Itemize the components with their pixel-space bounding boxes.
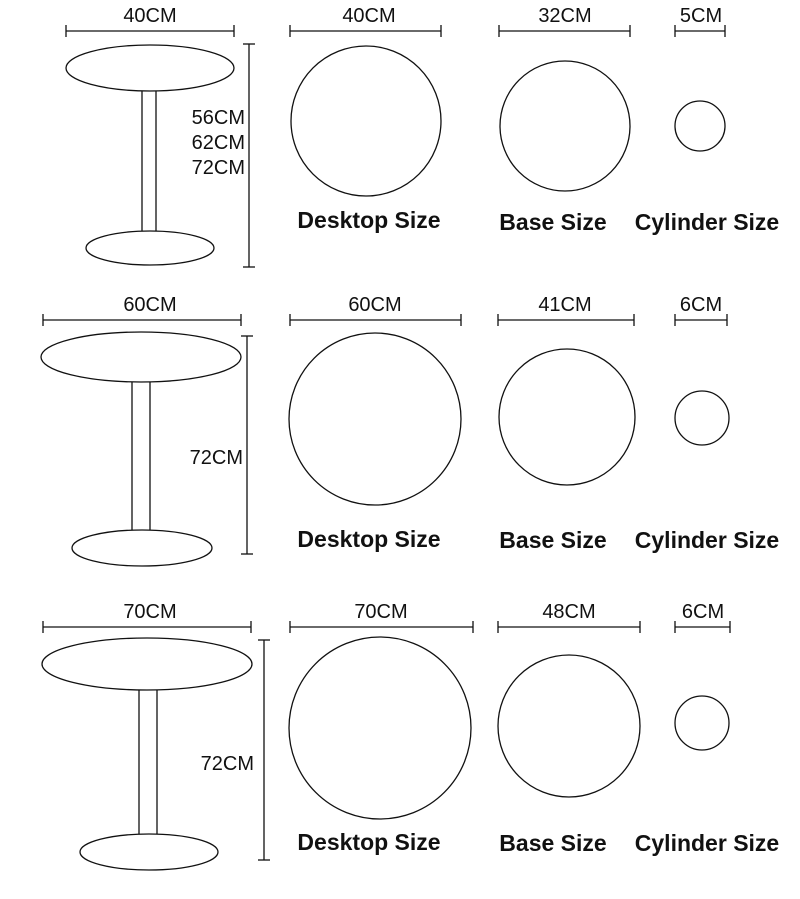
- table-base: [85, 230, 215, 266]
- base-size-value: 41CM: [538, 294, 591, 316]
- cylinder-size: 6CM Cylinder Size: [635, 294, 779, 553]
- table-side-view: [40, 331, 242, 567]
- cylinder-size-value: 5CM: [680, 5, 722, 27]
- desktop-size-value: 70CM: [354, 601, 407, 623]
- desktop-size-value: 60CM: [348, 294, 401, 316]
- height-label-2: 62CM: [192, 132, 245, 154]
- desktop-caption: Desktop Size: [297, 207, 440, 233]
- base-circle: [498, 348, 636, 486]
- cylinder-caption: Cylinder Size: [635, 209, 779, 235]
- desktop-size-value: 40CM: [342, 5, 395, 27]
- cylinder-caption: Cylinder Size: [635, 830, 779, 856]
- table-width-label: 60CM: [123, 294, 176, 316]
- base-size: 32CM Base Size: [498, 5, 631, 235]
- desktop-size: 70CM Desktop Size: [288, 601, 474, 855]
- cylinder-circle: [674, 695, 730, 751]
- cylinder-circle: [674, 390, 730, 446]
- base-caption: Base Size: [499, 527, 606, 553]
- table-width-label: 40CM: [123, 5, 176, 27]
- table-top: [41, 637, 253, 691]
- table-width-dimension: 70CM: [42, 601, 252, 633]
- base-circle: [497, 654, 641, 798]
- desktop-circle: [290, 45, 442, 197]
- base-size-value: 32CM: [538, 5, 591, 27]
- table-top: [40, 331, 242, 383]
- table-leg: [138, 685, 158, 853]
- base-size: 48CM Base Size: [497, 601, 641, 856]
- table-top: [65, 44, 235, 92]
- table-width-dimension: 60CM: [42, 294, 242, 326]
- row-3: 70CM 72CM 70CM Desktop Size 48CM: [41, 601, 779, 871]
- height-label-1: 72CM: [190, 447, 243, 469]
- table-leg: [141, 87, 157, 249]
- height-label-3: 72CM: [192, 157, 245, 179]
- row-2: 60CM 72CM 60CM Desktop Size 41CM: [40, 294, 779, 567]
- cylinder-circle: [674, 100, 726, 152]
- desktop-caption: Desktop Size: [297, 829, 440, 855]
- height-label-1: 56CM: [192, 107, 245, 129]
- height-dimension: 72CM: [201, 639, 270, 861]
- table-side-view: [65, 44, 235, 266]
- base-size: 41CM Base Size: [497, 294, 636, 553]
- row-1: 40CM 56CM 62CM 72CM 40CM Desktop Size: [65, 5, 779, 268]
- cylinder-size: 6CM Cylinder Size: [635, 601, 779, 856]
- desktop-caption: Desktop Size: [297, 526, 440, 552]
- cylinder-size-value: 6CM: [680, 294, 722, 316]
- cylinder-size-value: 6CM: [682, 601, 724, 623]
- desktop-size: 40CM Desktop Size: [289, 5, 442, 233]
- table-width-dimension: 40CM: [65, 5, 235, 37]
- base-caption: Base Size: [499, 830, 606, 856]
- table-base: [79, 833, 219, 871]
- desktop-circle: [288, 332, 462, 506]
- table-width-label: 70CM: [123, 601, 176, 623]
- base-circle: [499, 60, 631, 192]
- table-base: [71, 529, 213, 567]
- cylinder-caption: Cylinder Size: [635, 527, 779, 553]
- height-label-1: 72CM: [201, 753, 254, 775]
- table-side-view: [41, 637, 253, 871]
- desktop-size: 60CM Desktop Size: [288, 294, 462, 552]
- height-dimension: 56CM 62CM 72CM: [192, 43, 255, 268]
- table-leg: [131, 377, 151, 549]
- height-dimension: 72CM: [190, 335, 253, 555]
- base-size-value: 48CM: [542, 601, 595, 623]
- cylinder-size: 5CM Cylinder Size: [635, 5, 779, 235]
- desktop-circle: [288, 636, 472, 820]
- base-caption: Base Size: [499, 209, 606, 235]
